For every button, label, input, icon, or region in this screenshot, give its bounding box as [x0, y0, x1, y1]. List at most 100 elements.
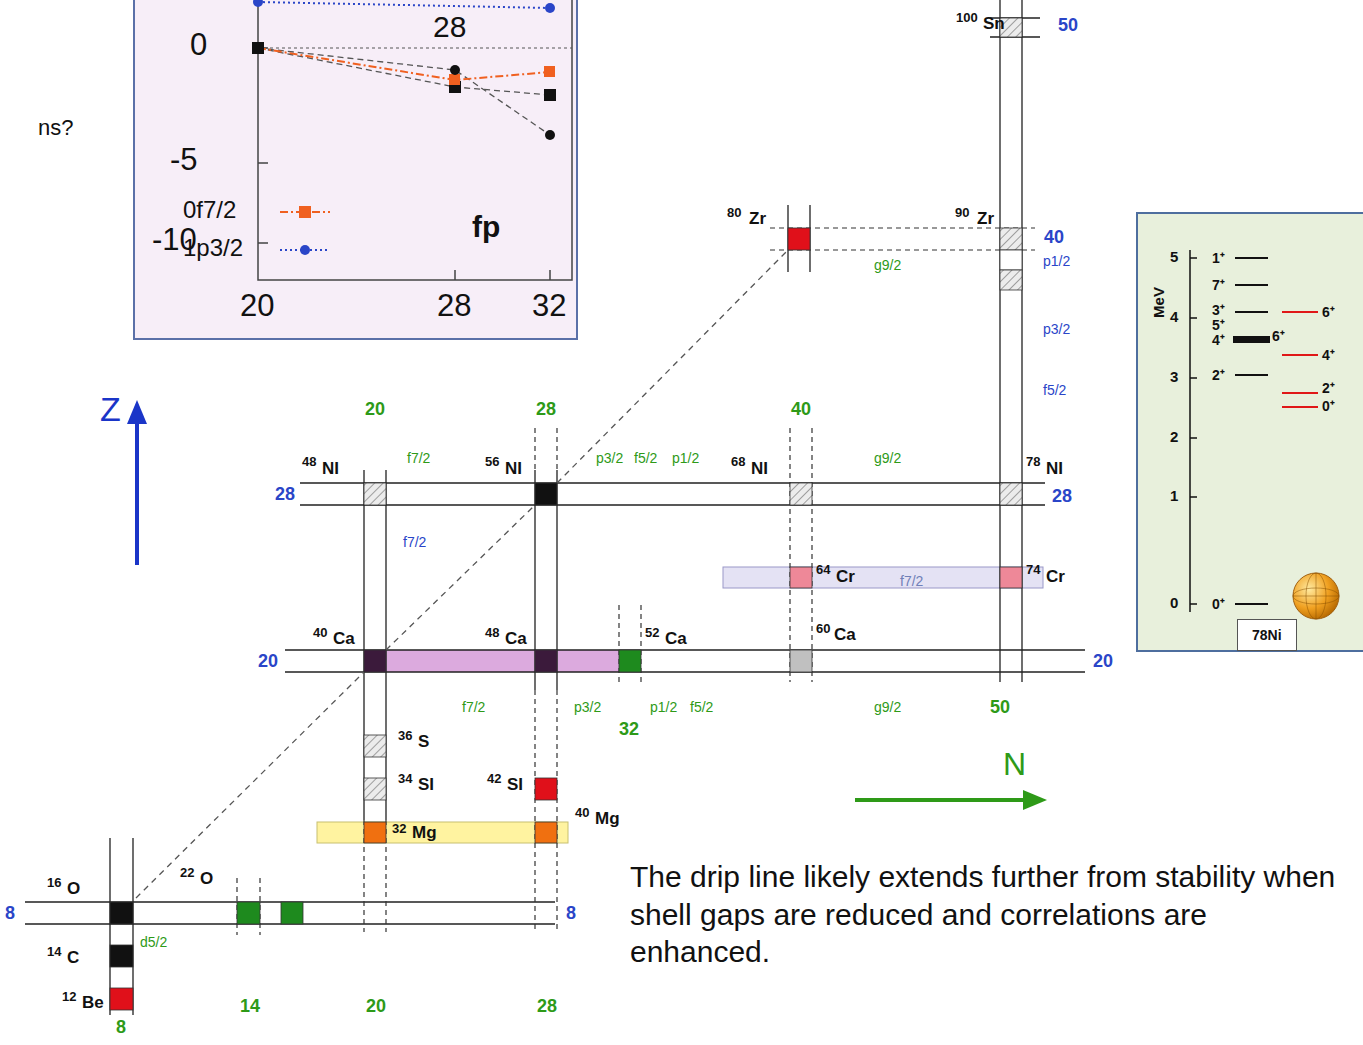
rect-shape: [619, 650, 641, 672]
rect-shape: [1000, 270, 1022, 290]
level-spin: 3⁺: [1212, 303, 1225, 317]
rect-shape: [252, 42, 264, 54]
path-shape: [364, 820, 386, 932]
mass-number: 100: [956, 11, 978, 24]
mass-number: 52: [645, 626, 659, 639]
polyline-shape: [258, 48, 550, 80]
path-shape: [619, 605, 641, 682]
node-text: 78Ni: [1238, 620, 1296, 650]
proton-number: 8: [566, 904, 576, 922]
mass-number: 90: [955, 206, 969, 219]
element-symbol: SI: [507, 776, 523, 793]
line-shape: [1189, 250, 1191, 612]
note-text: The drip line likely extends further fro…: [630, 858, 1350, 971]
neutron-number: 28: [537, 997, 557, 1015]
rect-shape: [1000, 250, 1022, 270]
dashed-shell-lines: [237, 228, 1035, 935]
rect-shape: [1000, 228, 1022, 250]
rect-shape: [449, 74, 460, 85]
orbital-label: p3/2: [596, 451, 623, 465]
mass-number: 80: [727, 206, 741, 219]
orbital-label: d5/2: [140, 935, 167, 949]
level-spin: 2⁺: [1322, 381, 1335, 395]
energy-tick: 4: [1170, 309, 1178, 324]
element-symbol: Sn: [983, 15, 1005, 32]
path-shape: [535, 470, 557, 690]
orbital-label: p3/2: [574, 700, 601, 714]
circle-shape: [1293, 573, 1339, 619]
rect-shape: [364, 483, 386, 505]
rect-shape: [544, 66, 555, 77]
rect-shape: [544, 89, 556, 101]
element-symbol: Ca: [505, 630, 527, 647]
rect-shape: [535, 822, 557, 843]
proton-number: 20: [1093, 652, 1113, 670]
mass-number: 56: [485, 455, 499, 468]
path-shape: [110, 838, 133, 1015]
mass-number: 74: [1026, 563, 1040, 576]
element-symbol: Cr: [836, 568, 855, 585]
rect-shape: [790, 650, 812, 672]
mass-number: 68: [731, 455, 745, 468]
rect-shape: [790, 567, 812, 588]
path-shape: [1190, 258, 1197, 604]
rect-shape: [1233, 336, 1270, 343]
line-shape: [135, 420, 139, 565]
rect-shape: [281, 902, 303, 924]
nucleus-box: 78Ni: [1237, 619, 1297, 651]
circle-shape: [300, 245, 310, 255]
rect-shape: [1000, 483, 1022, 505]
axis-tick: -5: [170, 144, 198, 175]
mass-number: 22: [180, 866, 194, 879]
rect-shape: [535, 778, 557, 800]
mass-number: 78: [1026, 455, 1040, 468]
line-shape: [855, 798, 1025, 802]
axis-tick: 20: [240, 290, 274, 321]
element-symbol: Mg: [595, 810, 620, 827]
axis-tick: 28: [437, 290, 471, 321]
level-spin: 2⁺: [1212, 368, 1225, 382]
element-symbol: Cr: [1046, 568, 1065, 585]
circle-shape: [450, 65, 460, 75]
mass-number: 40: [313, 626, 327, 639]
rect-shape: [790, 483, 812, 505]
level-spin: 4⁺: [1212, 333, 1225, 347]
element-symbol: NI: [322, 460, 339, 477]
mass-number: 40: [575, 806, 589, 819]
axis-label: N: [1003, 748, 1026, 780]
node-text: fp: [472, 212, 500, 242]
proton-number: 28: [275, 485, 295, 503]
diagonal-guides: [136, 250, 788, 898]
orbital-label: p1/2: [1043, 254, 1070, 268]
rect-shape: [110, 902, 133, 924]
rect-shape: [364, 778, 386, 800]
circle-shape: [545, 3, 555, 13]
element-symbol: Ca: [834, 626, 856, 643]
element-symbol: O: [200, 870, 213, 887]
level-panel-ground: [1136, 212, 1363, 652]
spherical-nucleus-icon: [1293, 573, 1339, 619]
element-symbol: Zr: [977, 210, 994, 227]
path-shape: [136, 672, 364, 898]
neutron-number: 20: [366, 997, 386, 1015]
energy-tick: 1: [1170, 488, 1178, 503]
circle-shape: [253, 0, 263, 7]
neutron-number: 50: [990, 698, 1010, 716]
orbital-label: f7/2: [462, 700, 485, 714]
rect-shape: [364, 822, 386, 843]
proton-number: 40: [1044, 228, 1064, 246]
orbital-label: f7/2: [403, 535, 426, 549]
polygon-shape: [127, 400, 147, 424]
rect-shape: [535, 483, 557, 505]
chromium-band: [723, 567, 1043, 588]
proton-number: 20: [258, 652, 278, 670]
rect-shape: [364, 735, 386, 757]
mass-number: 14: [47, 945, 61, 958]
neutron-number: 40: [791, 400, 811, 418]
energy-tick: 5: [1170, 249, 1178, 264]
node-text: MeV: [1150, 287, 1165, 318]
orbital-label: p3/2: [1043, 322, 1070, 336]
level-spin: 4⁺: [1322, 348, 1335, 362]
path-shape: [557, 250, 788, 483]
